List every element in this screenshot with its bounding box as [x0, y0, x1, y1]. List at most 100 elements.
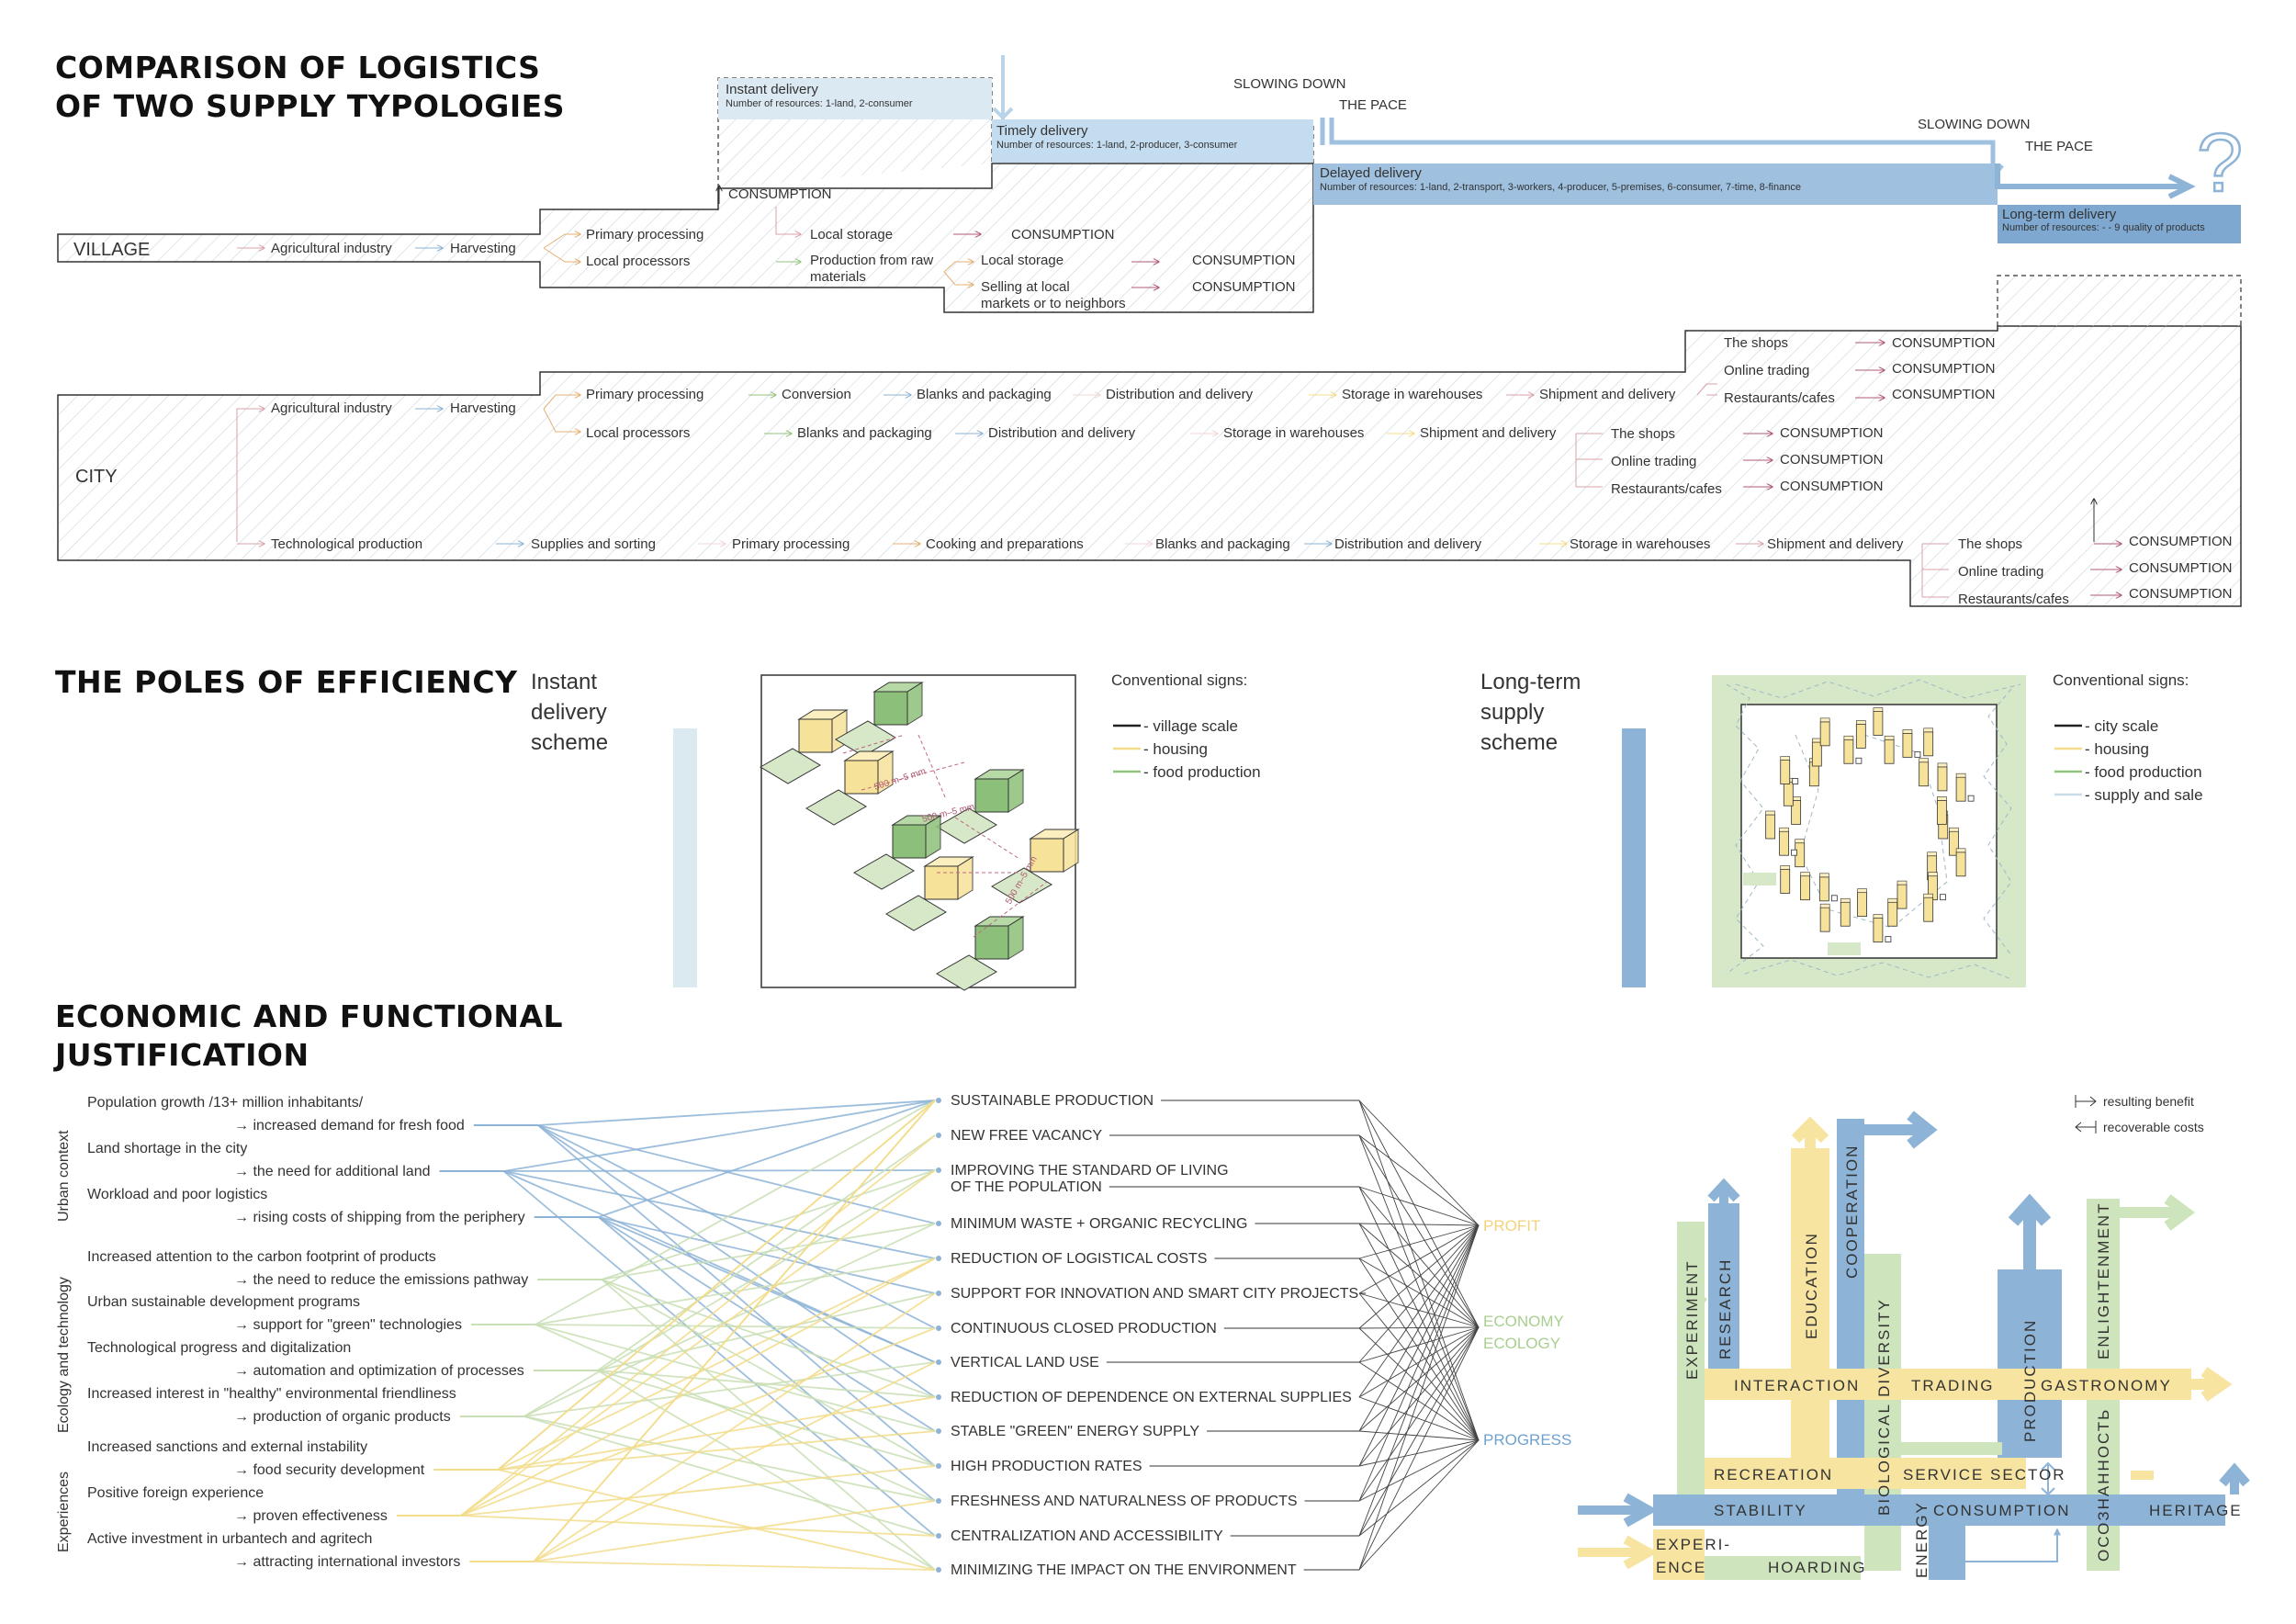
cause-result-link [533, 1292, 936, 1562]
instant-scheme-drawing: 500 m–5 mm 500 m–5 mm 500 m–5 mm [760, 674, 1080, 991]
bar-gastronomy: GASTRONOMY [2041, 1377, 2172, 1394]
justification-title-line2: JUSTIFICATION [53, 1037, 310, 1073]
outcome-link [1358, 1292, 1480, 1328]
bar-cooperation: COOPERATION [1843, 1145, 1861, 1279]
section-experiences: Experiences [56, 1472, 72, 1552]
instant-scale-bar [673, 728, 697, 987]
bars-legend: resulting benefit recoverable costs [2075, 1094, 2204, 1134]
bar-awareness: ОСОЗНАННОСТЬ [2095, 1408, 2112, 1562]
instant-delivery-band [718, 78, 992, 119]
c-tech-production: Technological production [271, 536, 422, 552]
down-arrow-1 [992, 55, 1014, 119]
cause-result-link [598, 1216, 936, 1432]
housing-tower [1923, 727, 1934, 757]
cause-result-link [498, 1469, 936, 1571]
outcome-link [1358, 1257, 1480, 1441]
legend-costs: recoverable costs [2103, 1120, 2204, 1134]
functional-bars: EXPERIMENT RESEARCH EDUCATION COOPERATIO… [1578, 1111, 2250, 1580]
causes-list: Population growth /13+ million inhabitan… [87, 1095, 528, 1570]
housing-tower [1955, 773, 1975, 802]
slowing-label-1: SLOWING DOWN [1233, 76, 1346, 92]
cause-consequence: → attracting international investors [234, 1554, 460, 1570]
cause-heading: Urban sustainable development programs [87, 1294, 360, 1310]
cause-result-link [460, 1134, 936, 1517]
result-item: FRESHNESS AND NATURALNESS OF PRODUCTS [951, 1494, 1298, 1509]
v-consumption-up: CONSUMPTION [728, 186, 832, 202]
cause-heading: Increased interest in "healthy" environm… [87, 1386, 456, 1402]
cause-heading: Active investment in urbantech and agrit… [87, 1531, 372, 1547]
bar-education: EDUCATION [1803, 1232, 1820, 1339]
c-consumption-a1: CONSUMPTION [1892, 335, 1996, 351]
cause-result-link [503, 1170, 936, 1259]
result-dot [936, 1098, 941, 1103]
c-online-1: Online trading [1724, 363, 1809, 378]
cause-result-links [396, 1100, 936, 1571]
cause-consequence: → the need to reduce the emissions pathw… [234, 1272, 528, 1288]
cause-result-link [537, 1124, 936, 1398]
legend1-title: Conventional signs: [1111, 671, 1247, 689]
housing-tower [1923, 893, 1934, 922]
cause-result-link [460, 1515, 936, 1537]
cause-consequence: → rising costs of shipping from the peri… [234, 1210, 525, 1225]
result-dot [936, 1533, 941, 1539]
legend2-title: Conventional signs: [2053, 671, 2189, 689]
outcome-link [1358, 1326, 1480, 1537]
timely-title: Timely delivery [996, 123, 1088, 139]
cause-result-link [535, 1324, 936, 1502]
outcome-link [1358, 1326, 1480, 1571]
bar-trading: TRADING [1911, 1377, 1995, 1394]
food-cube [936, 769, 1025, 844]
c-shipment-1: Shipment and delivery [1539, 387, 1676, 402]
outcome-link [1358, 1327, 1480, 1441]
bar-stability: STABILITY [1714, 1502, 1807, 1519]
housing-tower [1819, 903, 1830, 932]
village-flow: Agricultural industry Harvesting Primary… [237, 186, 1296, 311]
cause-result-link [535, 1324, 936, 1329]
cause-result-link [523, 1415, 936, 1502]
v-local-storage-2: Local storage [981, 253, 1064, 268]
c-shipment-3: Shipment and delivery [1767, 536, 1904, 552]
outcome-link [1358, 1224, 1480, 1259]
cause-result-link [498, 1396, 936, 1471]
outcome-link [1358, 1361, 1480, 1441]
housing-tower [1843, 735, 1863, 764]
section-urban: Urban context [56, 1130, 72, 1222]
bar-experience-2: ENCE [1656, 1559, 1706, 1576]
c-consumption-b2: CONSUMPTION [1780, 452, 1884, 468]
v-local-storage-1: Local storage [810, 227, 893, 242]
housing-tower [1819, 717, 1830, 747]
cause-result-link [535, 1100, 936, 1325]
legend-instant: Conventional signs: - village scale - ho… [1111, 671, 1261, 781]
v-production-raw-1: Production from raw [810, 253, 933, 268]
longterm-sub: Number of resources: - - 9 quality of pr… [2002, 222, 2205, 233]
legend2-city: - city scale [2085, 717, 2158, 735]
cause-result-link [502, 1170, 936, 1537]
result-item: MINIMIZING THE IMPACT ON THE ENVIRONMENT [951, 1562, 1297, 1578]
instant-scheme-l3: scheme [531, 730, 608, 755]
outcome-ecology: ECOLOGY [1483, 1335, 1560, 1352]
c-blanks-1: Blanks and packaging [917, 387, 1052, 402]
legend2-food: - food production [2085, 763, 2202, 781]
result-dot [936, 1428, 941, 1434]
result-dot [936, 1167, 941, 1173]
delayed-title: Delayed delivery [1320, 165, 1422, 181]
cause-heading: Positive foreign experience [87, 1485, 264, 1501]
cause-result-link [598, 1100, 936, 1218]
v-local-processors: Local processors [586, 254, 690, 269]
legend1-housing: - housing [1143, 740, 1208, 758]
outcome-link [1358, 1223, 1480, 1441]
housing-tower [1780, 865, 1791, 894]
c-restaurants-1: Restaurants/cafes [1724, 390, 1835, 406]
cause-consequence: → support for "green" technologies [234, 1317, 462, 1333]
result-dot [936, 1325, 941, 1331]
result-dot [936, 1133, 941, 1138]
outcome-link [1358, 1326, 1480, 1432]
city-label: CITY [75, 467, 118, 487]
cause-heading: Workload and poor logistics [87, 1187, 267, 1202]
housing-tower [1936, 796, 1947, 825]
cause-consequence: → food security development [234, 1462, 425, 1478]
delayed-sub: Number of resources: 1-land, 2-transport… [1320, 182, 1801, 193]
v-primary: Primary processing [586, 227, 703, 242]
cause-consequence: → automation and optimization of process… [234, 1363, 524, 1379]
